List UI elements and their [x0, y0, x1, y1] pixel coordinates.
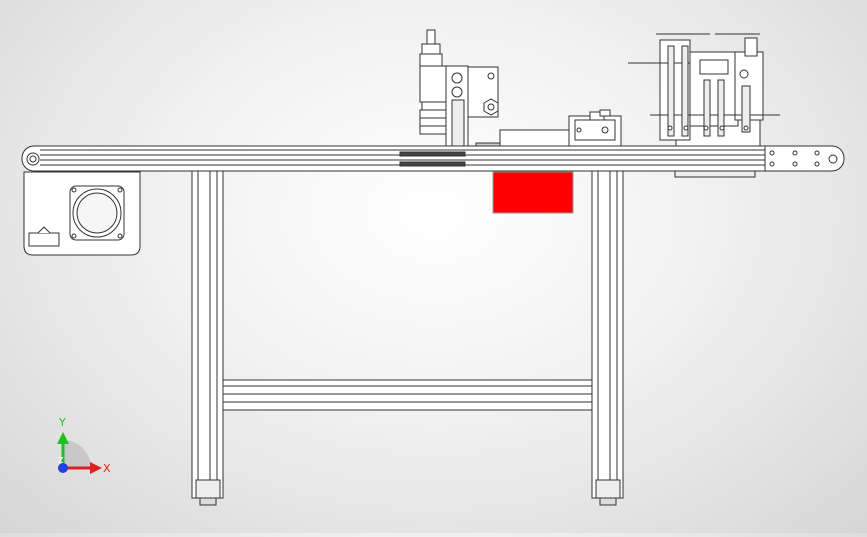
right-leg[interactable]: [591, 169, 624, 506]
z-axis-dot: [58, 463, 68, 473]
y-axis-label: Y: [58, 416, 66, 429]
conveyor-rail[interactable]: [21, 145, 845, 178]
triad-plane: [63, 440, 91, 468]
gripper-assembly[interactable]: [628, 33, 780, 147]
motor-housing[interactable]: [23, 171, 141, 256]
air-cylinder[interactable]: [419, 29, 499, 147]
mount-bracket[interactable]: [475, 109, 622, 147]
x-axis-label: X: [103, 462, 111, 475]
orientation-triad[interactable]: Y X Z: [57, 416, 111, 475]
sensor-block[interactable]: [492, 171, 574, 214]
y-axis-arrowhead: [57, 432, 69, 444]
lower-crossbar[interactable]: [222, 379, 593, 411]
z-axis-label: Z: [58, 456, 64, 465]
x-axis-arrowhead: [90, 462, 102, 474]
left-leg[interactable]: [191, 169, 224, 506]
